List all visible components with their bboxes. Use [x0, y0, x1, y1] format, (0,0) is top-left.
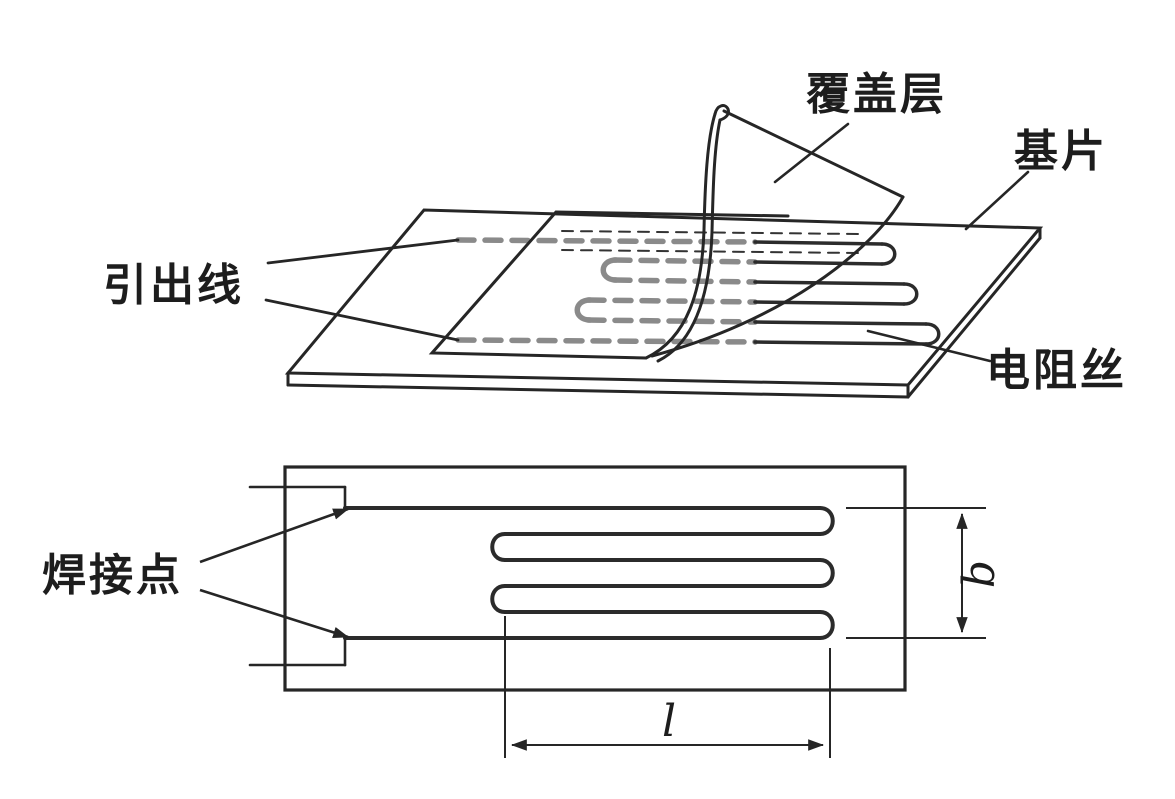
peel-tip-curl [713, 104, 730, 122]
hidden-wire-run-3 [611, 277, 758, 285]
hidden-wire-left-turn-1 [600, 257, 619, 283]
hidden-wire-run-6 [455, 337, 758, 345]
hidden-wire-left-turn-2 [574, 297, 593, 323]
label-dim-l: l [662, 696, 677, 747]
wire-right-turn-2 [902, 282, 919, 306]
wire-run-4 [753, 300, 906, 306]
label-lead-wire: 引出线 [103, 261, 244, 310]
hidden-wire-run-1 [455, 237, 758, 245]
label-substrate: 基片 [1014, 127, 1108, 176]
peel-curve-inner [656, 118, 722, 363]
welding-arrow-bottom [199, 588, 350, 639]
resistance-wire-leader [866, 329, 992, 363]
lead-wires-3d [264, 238, 460, 342]
substrate-right-bottom-edge [906, 236, 1042, 399]
wire-run-6 [753, 340, 928, 346]
gauge-outline-rect [283, 465, 907, 692]
plan-right-turn-3 [818, 610, 835, 640]
cover-layer-leader [773, 122, 850, 184]
wire-run-2 [753, 260, 884, 266]
substrate-front-thickness [286, 383, 910, 399]
hidden-wire-run-5 [585, 317, 758, 325]
wire-right-turn-1 [880, 242, 897, 266]
substrate-3d [284, 208, 1044, 399]
wire-right-turn-3 [924, 322, 941, 346]
label-dim-b: b [954, 559, 1006, 589]
wire-run-1 [753, 240, 884, 246]
gauge-plan-view [248, 465, 907, 692]
flap-fold-edge [650, 195, 905, 358]
leader-lines-3d [773, 122, 1030, 363]
wire-run-3 [753, 280, 906, 286]
label-welding-point: 焊接点 [42, 551, 183, 600]
plan-left-turn-1 [490, 532, 507, 562]
substrate-leader [964, 170, 1030, 231]
flap-right-edge [722, 109, 905, 199]
label-cover-layer: 覆盖层 [806, 70, 947, 119]
hidden-grid-outline-lower [561, 249, 859, 254]
cover-flat-outline [428, 210, 790, 360]
dimension-b [846, 507, 986, 639]
welding-arrow-top [199, 507, 350, 564]
lead-wire-bottom [264, 298, 460, 342]
hidden-wire-run-4 [585, 297, 758, 305]
cover-layer-3d [428, 104, 905, 363]
welding-point-arrows [199, 507, 350, 639]
label-resistance-wire: 电阻丝 [986, 346, 1127, 395]
wire-run-5 [753, 320, 928, 326]
hidden-wire-run-2 [611, 257, 758, 265]
lead-wire-top [266, 238, 460, 265]
resistance-wire-3d [455, 230, 941, 346]
peel-curve-outer [644, 112, 717, 360]
dimension-l [504, 616, 831, 758]
plan-right-turn-1 [818, 506, 835, 536]
plan-left-turn-2 [490, 584, 507, 614]
plan-right-turn-2 [818, 558, 835, 588]
hidden-grid-outline-top [561, 230, 859, 235]
